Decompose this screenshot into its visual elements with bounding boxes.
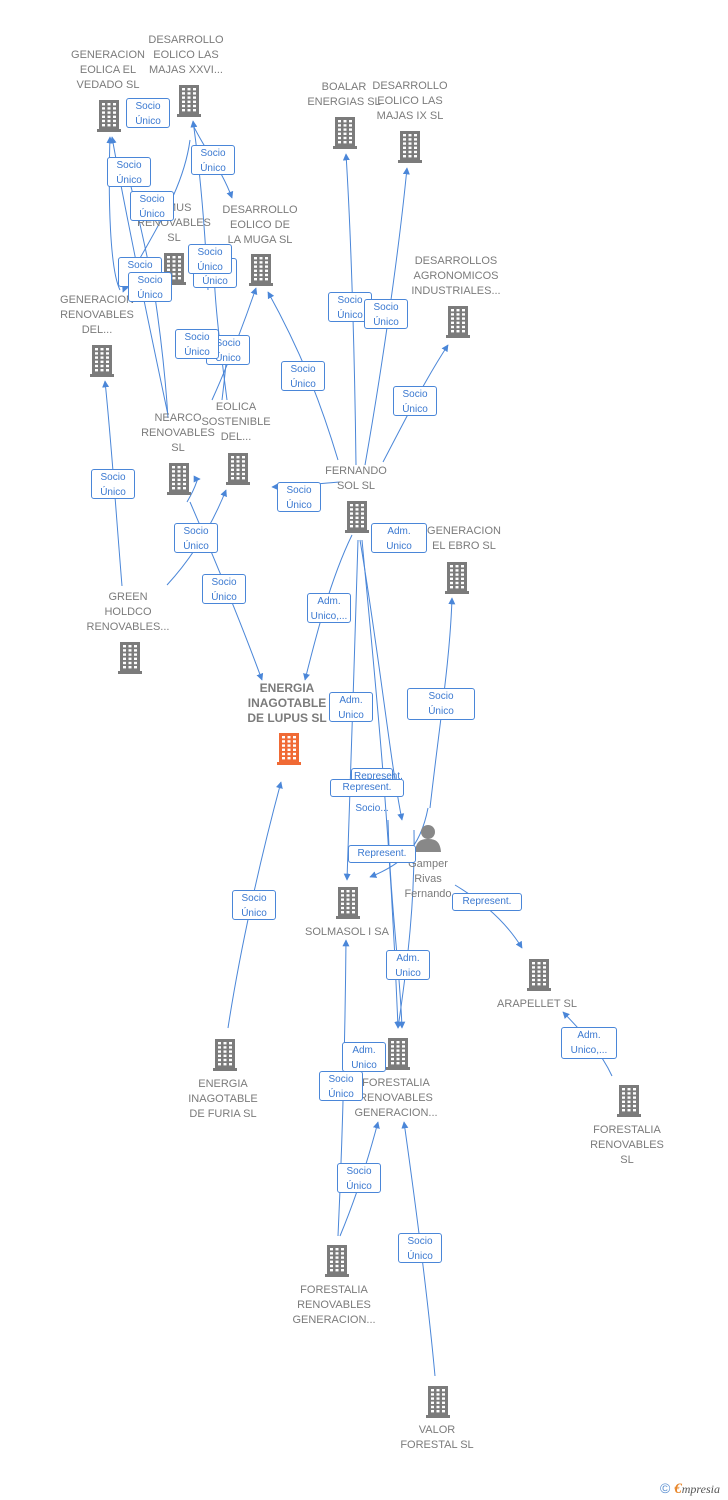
building-icon[interactable] (386, 1038, 410, 1070)
edge-relation-label: Socio Único (337, 1163, 381, 1193)
building-icon[interactable] (345, 501, 369, 533)
node-label-eolica-sostenible[interactable]: EOLICA SOSTENIBLE DEL... (201, 401, 271, 443)
edge-relation-label: Socio Único (188, 244, 232, 274)
node-label-nearco-renovables[interactable]: NEARCO RENOVABLES SL (141, 412, 215, 454)
relationship-edge (361, 539, 402, 1029)
node-label-gen-ebro[interactable]: GENERACION EL EBRO SL (427, 525, 501, 552)
node-label-fernando-sol[interactable]: FERNANDO SOL SL (325, 465, 387, 492)
node-label-energia-lupus[interactable]: ENERGIA INAGOTABLE DE LUPUS SL (247, 681, 327, 725)
building-icon[interactable] (333, 117, 357, 149)
edge-relation-label: Socio Único (126, 98, 170, 128)
person-icon[interactable] (415, 825, 441, 852)
building-icon[interactable] (527, 959, 551, 991)
copyright-symbol: © (659, 1480, 671, 1496)
node-label-forestalia-gen-2[interactable]: FORESTALIA RENOVABLES GENERACION... (292, 1284, 376, 1326)
node-label-des-eolico-majas-ix[interactable]: DESARROLLO EOLICO LAS MAJAS IX SL (372, 80, 448, 122)
building-icon[interactable] (398, 131, 422, 163)
node-label-des-agronomicos[interactable]: DESARROLLOS AGRONOMICOS INDUSTRIALES... (411, 255, 501, 297)
node-label-arapellet[interactable]: ARAPELLET SL (497, 998, 577, 1010)
edge-relation-label: Socio Único (277, 482, 321, 512)
building-icon[interactable] (277, 733, 301, 765)
edge-relation-label: Socio Único (91, 469, 135, 499)
edge-relation-label: Adm. Unico (342, 1042, 386, 1072)
edge-relation-label: Socio Único (364, 299, 408, 329)
edge-relation-label: Socio Único (191, 145, 235, 175)
edge-relation-label: Socio Único (398, 1233, 442, 1263)
node-label-green-holdco[interactable]: GREEN HOLDCO RENOVABLES... (86, 591, 170, 633)
building-icon[interactable] (90, 345, 114, 377)
edge-relation-label: Represent. (348, 845, 416, 863)
building-icon[interactable] (226, 453, 250, 485)
edge-relation-label: Socio Único (319, 1071, 363, 1101)
building-icon[interactable] (249, 254, 273, 286)
edge-relation-label: Socio Único (202, 574, 246, 604)
edge-relation-label: Socio Único (393, 386, 437, 416)
node-label-valor-forestal[interactable]: VALOR FORESTAL SL (400, 1424, 474, 1451)
node-label-forestalia-renovables[interactable]: FORESTALIA RENOVABLES SL (590, 1124, 664, 1166)
building-icon[interactable] (97, 100, 121, 132)
node-label-energia-furia[interactable]: ENERGIA INAGOTABLE DE FURIA SL (188, 1078, 258, 1120)
edge-relation-label: Socio Único (407, 688, 475, 720)
node-label-forestalia-gen-1[interactable]: FORESTALIA RENOVABLES GENERACION... (354, 1077, 438, 1119)
relationship-edge (454, 884, 523, 949)
building-icon[interactable] (446, 306, 470, 338)
edge-relation-label: Socio Único (128, 272, 172, 302)
building-icon[interactable] (177, 85, 201, 117)
edge-relation-label: Socio Único (174, 523, 218, 553)
edge-relation-label: Adm. Unico (329, 692, 373, 722)
edge-relation-label: Adm. Unico,... (561, 1027, 617, 1059)
node-label-solmasol[interactable]: SOLMASOL I SA (305, 926, 389, 938)
node-label-gamper-rivas[interactable]: Gamper Rivas Fernando (404, 858, 452, 900)
relationship-edge (151, 289, 169, 419)
brand-name: mpresia (681, 1482, 720, 1496)
relationship-edge (186, 475, 201, 503)
footer-brand[interactable]: ©€mpresia (660, 1480, 720, 1498)
building-icon[interactable] (213, 1039, 237, 1071)
building-icon[interactable] (325, 1245, 349, 1277)
edge-relation-label: Socio Único (281, 361, 325, 391)
edge-relation-label: Represent. (452, 893, 522, 911)
edge-relation-label: Adm. Unico,... (307, 593, 351, 623)
building-icon[interactable] (445, 562, 469, 594)
node-label-des-eolico-majas-xxvi[interactable]: DESARROLLO EOLICO LAS MAJAS XXVI... (148, 34, 224, 76)
building-icon[interactable] (118, 642, 142, 674)
brand-initial: € (674, 1481, 682, 1497)
node-label-des-eolico-muga[interactable]: DESARROLLO EOLICO DE LA MUGA SL (222, 204, 298, 246)
edge-relation-label: Socio Único (107, 157, 151, 187)
node-label-gen-eolica-vedado[interactable]: GENERACION EOLICA EL VEDADO SL (71, 49, 145, 91)
building-icon[interactable] (426, 1386, 450, 1418)
edge-relation-label: Adm. Unico (386, 950, 430, 980)
edge-relation-label: Socio Único (175, 329, 219, 359)
edge-relation-label: Represent. (330, 779, 404, 797)
building-icon[interactable] (167, 463, 191, 495)
node-label-boalar-energias[interactable]: BOALAR ENERGIAS SL (307, 81, 381, 108)
edge-relation-label: Adm. Unico (371, 523, 427, 553)
building-icon[interactable] (336, 887, 360, 919)
edge-relation-label: Socio Único (232, 890, 276, 920)
node-label-gen-renovables-del[interactable]: GENERACION RENOVABLES DEL... (60, 294, 134, 336)
edge-relation-label: Socio Único (130, 191, 174, 221)
building-icon[interactable] (617, 1085, 641, 1117)
